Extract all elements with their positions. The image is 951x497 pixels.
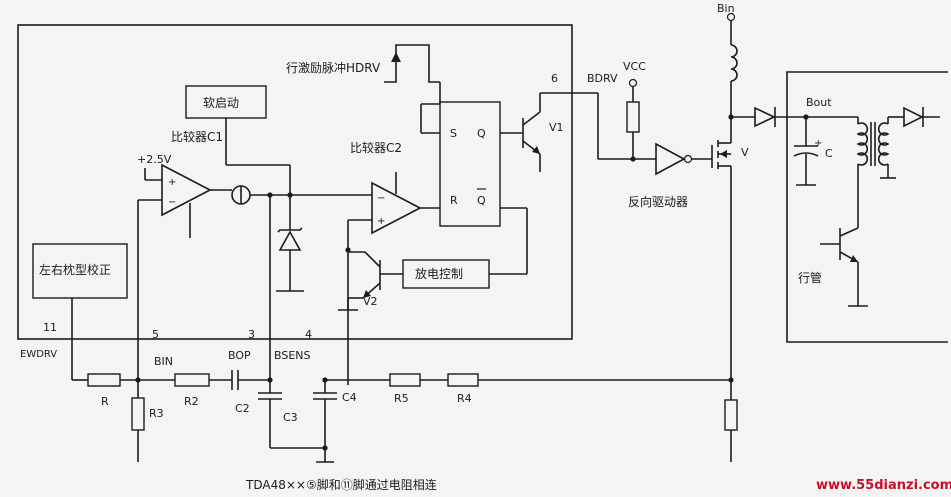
label-pin11: 11 [43, 321, 57, 334]
label-pin3: 3 [248, 328, 255, 341]
cap-c-plate-b [793, 152, 819, 157]
label-R: R [101, 395, 109, 408]
label-v: V [741, 146, 749, 159]
ew-correction-box [32, 243, 128, 299]
label-comp1: 比较器C1 [171, 129, 223, 144]
label-vcc: VCC [623, 60, 646, 73]
v1-collector [522, 111, 541, 126]
caption: TDA48××⑤脚和⑪脚通过电阻相连 [245, 477, 437, 492]
label-discharge: 放电控制 [415, 266, 463, 281]
label-C4: C4 [342, 391, 357, 404]
resistor-r2 [174, 373, 210, 387]
xfmr-primary [856, 122, 869, 166]
ic-boundary [17, 24, 573, 340]
label-hout: 行管 [798, 270, 822, 285]
label-R4: R4 [457, 392, 472, 405]
label-ewdrv: EWDRV [20, 349, 57, 360]
resistor-vcc [626, 101, 640, 133]
xfmr-secondary [877, 122, 890, 166]
inverter-bubble [683, 154, 693, 164]
label-bsens: BSENS [274, 349, 311, 362]
label-bin: BIN [154, 355, 173, 368]
cap-plus-sign: + [814, 138, 822, 149]
label-C2: C2 [235, 402, 250, 415]
resistor-sense [724, 399, 738, 431]
hout-emitter-arrow [850, 255, 858, 262]
label-pin5: 5 [152, 328, 159, 341]
label-bin-top: Bin [717, 2, 735, 15]
comparator-c2 [371, 181, 422, 235]
c2-plus-sign: + [377, 216, 385, 227]
label-bdrv: BDRV [587, 72, 618, 85]
label-R2: R2 [184, 395, 199, 408]
vcc-terminal [628, 78, 638, 88]
hout-collector [839, 227, 859, 237]
label-s: S [450, 127, 457, 140]
c2-minus-sign: − [377, 193, 385, 204]
label-R3: R3 [149, 407, 164, 420]
hdrv-arrow [391, 52, 401, 62]
label-hdrv: 行激励脉冲HDRV [286, 60, 381, 75]
zener-bar [277, 227, 303, 233]
label-r-ff: R [450, 194, 458, 207]
v1-emitter-arrow [532, 146, 540, 154]
comparator-c1 [161, 163, 212, 217]
label-comp2: 比较器C2 [350, 140, 402, 155]
inductor-bin [730, 44, 738, 82]
label-inv-driver: 反向驱动器 [628, 194, 688, 209]
label-pin6: 6 [551, 72, 558, 85]
label-2v5: +2.5V [137, 153, 172, 166]
hdrv-pulse [384, 44, 440, 83]
c1-plus-sign: + [168, 177, 176, 188]
label-qbar: Q [477, 194, 486, 207]
discharge-box [402, 259, 490, 289]
watermark: www.55dianzi.com [816, 478, 951, 493]
zener-diode [278, 230, 302, 251]
sr-flipflop [439, 101, 501, 227]
c1-minus-sign: − [168, 197, 176, 208]
resistor-r5 [389, 373, 421, 387]
diode-1 [754, 106, 776, 128]
output-stage-boundary [786, 71, 948, 343]
label-bout: Bout [806, 96, 832, 109]
label-soft-start: 软启动 [203, 96, 239, 110]
v2-collector [364, 251, 381, 268]
resistor-r3 [131, 397, 145, 431]
label-ew-correction: 左右枕型校正 [39, 262, 111, 277]
resistor-r [87, 373, 121, 387]
diode-2 [903, 106, 924, 128]
label-q: Q [477, 127, 486, 140]
mosfet-arrow [720, 150, 727, 158]
label-R5: R5 [394, 392, 409, 405]
label-v2: V2 [363, 295, 378, 308]
inverter-driver [655, 142, 686, 176]
v2-emitter-arrow [363, 290, 371, 298]
label-bop: BOP [228, 349, 251, 362]
label-cap-c: C [825, 147, 833, 160]
resistor-r4 [447, 373, 479, 387]
label-C3: C3 [283, 411, 298, 424]
label-v1: V1 [549, 121, 564, 134]
bin-terminal [726, 12, 736, 22]
node-gnd [322, 445, 328, 451]
label-pin4: 4 [305, 328, 312, 341]
